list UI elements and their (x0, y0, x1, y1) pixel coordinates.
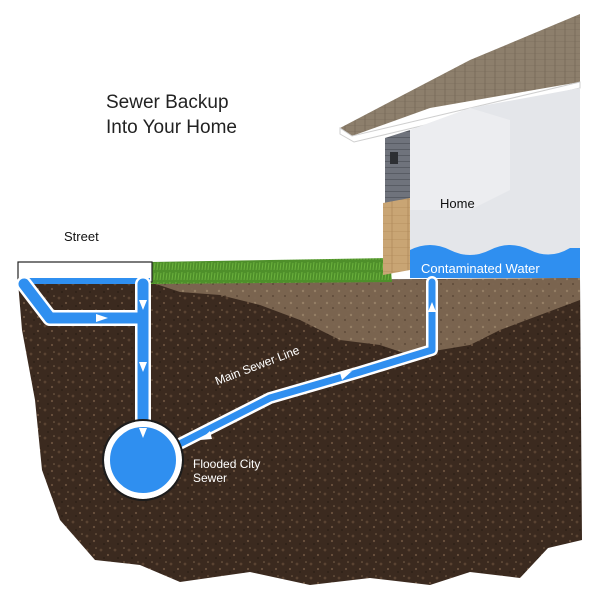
flow-arrows (96, 300, 436, 440)
flow-arrow-icon (340, 371, 352, 380)
title-line-2: Into Your Home (106, 117, 237, 138)
contaminated-water-label: Contaminated Water (421, 261, 540, 276)
backfill-soil (150, 278, 580, 355)
street-water (20, 278, 150, 284)
porch-light (390, 152, 398, 164)
flooded-city-sewer (104, 421, 182, 499)
sewer-label-line-1: Flooded City (193, 457, 261, 471)
home-label: Home (440, 196, 475, 211)
flow-arrow-icon (139, 300, 147, 310)
title-line-1: Sewer Backup (106, 92, 229, 113)
flow-arrow-icon (96, 314, 108, 322)
house-siding (385, 130, 410, 205)
roof (340, 14, 580, 136)
flow-arrow-icon (139, 362, 147, 372)
street-label: Street (64, 229, 99, 244)
soil-block (18, 278, 582, 585)
flow-arrow-icon (200, 431, 212, 440)
house-brick-base (383, 198, 410, 275)
diagram-title: Sewer Backup Into Your Home (106, 90, 237, 140)
sewer-label-line-2: Sewer (193, 471, 228, 485)
basement-water (410, 245, 580, 278)
flooded-city-sewer-label: Flooded City Sewer (193, 457, 260, 485)
house (339, 14, 581, 275)
grass-strip (150, 258, 392, 284)
flow-arrow-icon (139, 428, 147, 438)
flow-arrow-icon (428, 302, 436, 312)
